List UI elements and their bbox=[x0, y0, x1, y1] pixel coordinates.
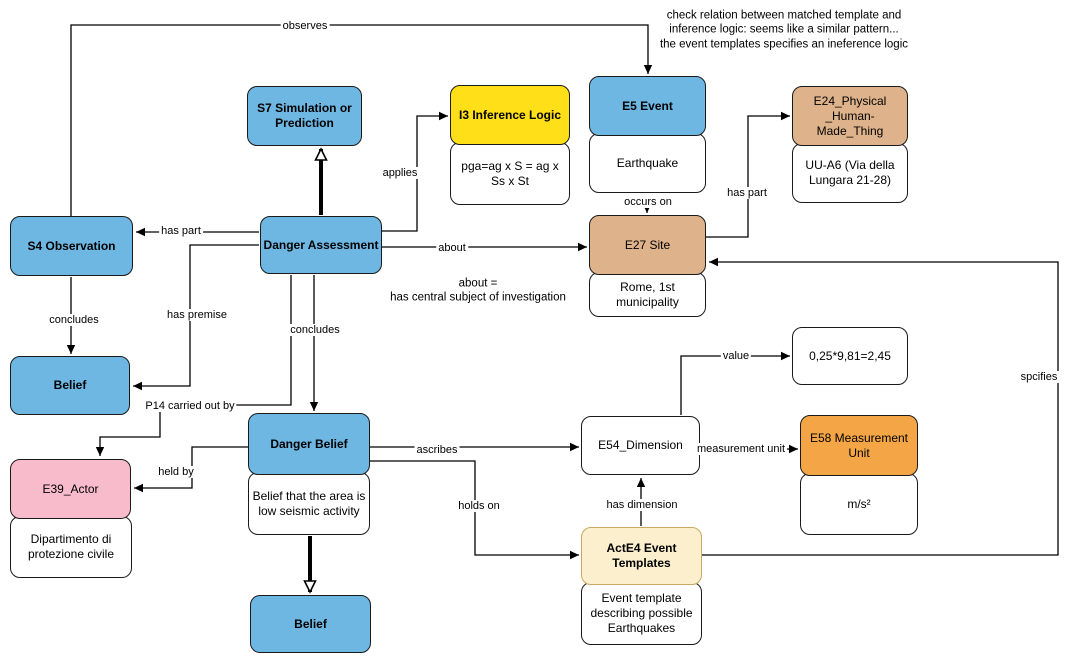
node-danger-belief-instance: Belief that the area is low seismic acti… bbox=[248, 472, 370, 535]
connector-spcifies bbox=[702, 257, 1059, 556]
node-acte4-event-templates: ActE4 Event Templates bbox=[581, 527, 702, 585]
edge-label-about: about bbox=[436, 242, 468, 254]
edge-label-observes: observes bbox=[280, 20, 330, 32]
node-e24-physical-human-made-thing: E24_Physical _Human-Made_Thing bbox=[792, 86, 908, 146]
edge-label-held-by: held by bbox=[156, 466, 196, 478]
edge-label-ascribes: ascribes bbox=[414, 444, 460, 456]
node-belief-bottom: Belief bbox=[250, 595, 371, 653]
connector-value bbox=[680, 351, 790, 415]
edge-label-concludes-left: concludes bbox=[47, 314, 101, 326]
edge-label-applies: applies bbox=[380, 167, 420, 179]
node-e24-instance: UU-A6 (Via della Lungara 21-28) bbox=[792, 143, 908, 203]
node-i3-inference-logic: I3 Inference Logic bbox=[450, 85, 570, 145]
edge-label-holds-on: holds on bbox=[456, 500, 502, 512]
edge-label-has-dimension: has dimension bbox=[604, 499, 680, 511]
edge-label-concludes-center: concludes bbox=[288, 324, 342, 336]
connector-has-part-right bbox=[706, 111, 790, 238]
node-e5-instance-earthquake: Earthquake bbox=[589, 133, 706, 193]
node-e27-site: E27 Site bbox=[589, 215, 706, 275]
node-e5-event: E5 Event bbox=[589, 76, 706, 136]
node-e54-dimension: E54_Dimension bbox=[581, 416, 700, 475]
node-acte4-instance: Event template describing possible Earth… bbox=[581, 582, 702, 645]
node-danger-belief: Danger Belief bbox=[248, 413, 370, 475]
edge-label-occurs-on: occurs on bbox=[622, 196, 674, 208]
node-s7-simulation-or-prediction: S7 Simulation or Prediction bbox=[247, 86, 362, 146]
node-danger-assessment: Danger Assessment bbox=[260, 216, 382, 274]
node-i3-formula: pga=ag x S = ag x Ss x St bbox=[450, 142, 570, 205]
edge-label-has-premise: has premise bbox=[165, 309, 229, 321]
node-belief-left: Belief bbox=[10, 356, 130, 415]
node-e58-instance-ms2: m/s² bbox=[800, 473, 918, 535]
node-e39-actor: E39_Actor bbox=[10, 459, 131, 519]
connector-p14-carried-out-by bbox=[95, 275, 292, 456]
edge-label-measurement-unit: measurement unit bbox=[694, 443, 788, 455]
edge-label-has-part-left: has part bbox=[159, 225, 203, 237]
edge-label-value: value bbox=[720, 350, 752, 362]
node-e27-instance-rome: Rome, 1st municipality bbox=[589, 272, 706, 317]
note-about-definition: about = has central subject of investiga… bbox=[390, 277, 566, 304]
node-s4-observation: S4 Observation bbox=[10, 216, 133, 276]
note-template-inference-relation: check relation between matched template … bbox=[659, 9, 909, 51]
node-e39-instance: Dipartimento di protezione civile bbox=[10, 516, 132, 578]
node-e58-measurement-unit: E58 Measurement Unit bbox=[800, 415, 918, 476]
edge-label-has-part-right: has part bbox=[725, 187, 769, 199]
edge-label-spcifies: spcifies bbox=[1018, 371, 1060, 383]
connector-observes bbox=[70, 24, 653, 216]
edge-label-p14-carried-out-by: P14 carried out by bbox=[143, 400, 237, 412]
node-value-box: 0,25*9,81=2,45 bbox=[792, 327, 908, 385]
